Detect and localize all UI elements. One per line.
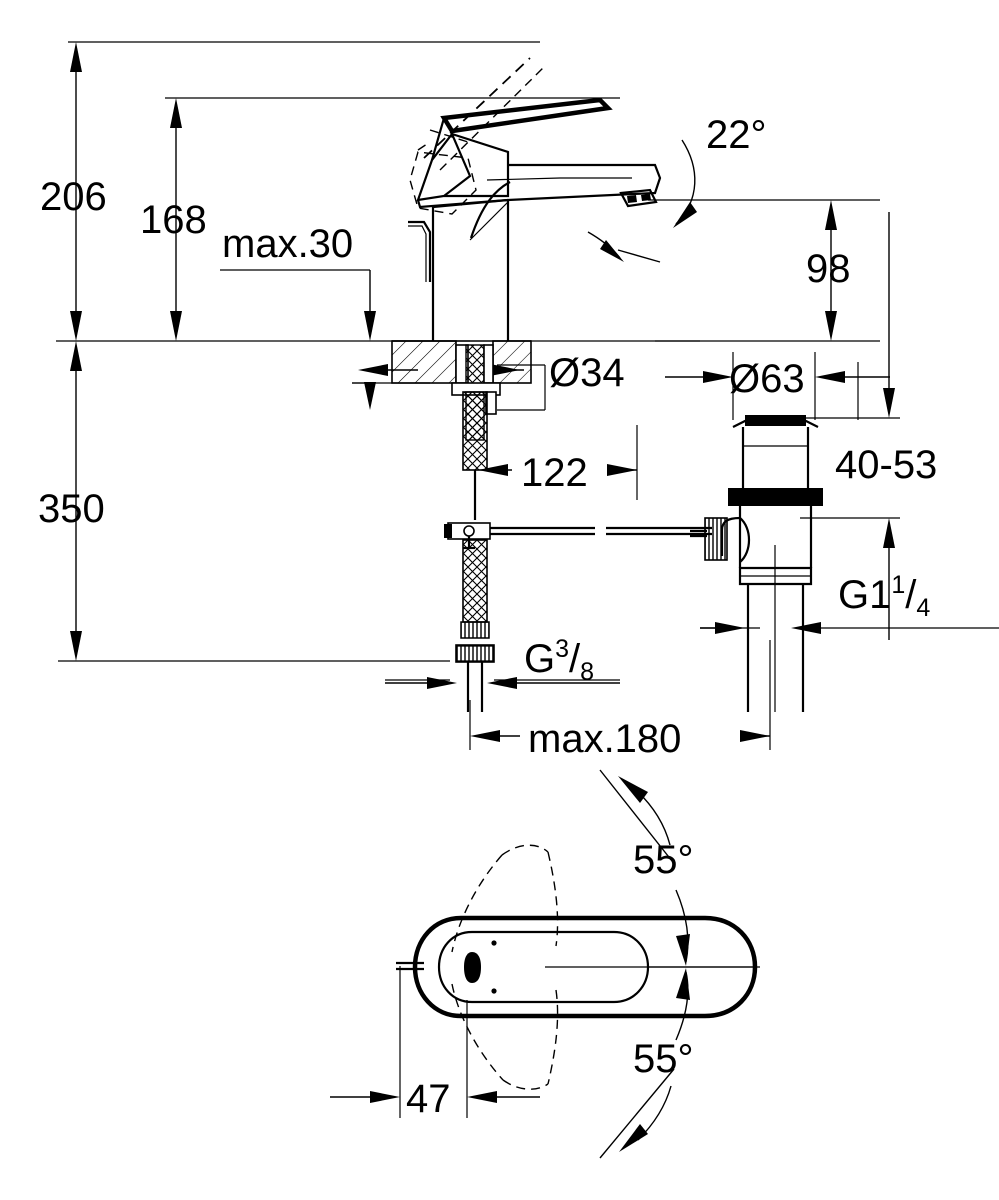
dimension-g114-label: G11/4: [838, 571, 930, 622]
dimension-total-height: 206: [40, 42, 107, 341]
dimension-g38-label: G3/8: [524, 635, 594, 686]
dimension-drain-flange-dia: Ø63: [665, 357, 890, 401]
dimension-350-label: 350: [38, 487, 105, 531]
deck-cross-section: [391, 340, 532, 384]
drain-adjust-knob: [690, 516, 751, 563]
dimension-outlet-height: 98: [806, 200, 851, 341]
dimension-supply-thread: G3/8: [385, 635, 620, 689]
dimension-max180-label: max.180: [528, 717, 681, 761]
dimension-dia63-label: Ø63: [729, 357, 805, 401]
popup-linkage-rod: [444, 522, 712, 550]
faucet-body-graphic: [391, 57, 712, 712]
lever-handle: [430, 97, 613, 161]
elevation-extension-lines: [56, 41, 999, 750]
dimension-47-label: 47: [406, 1077, 451, 1121]
dimension-swivel-right: 55°: [599, 968, 694, 1159]
side-elevation-view: 206 350 168 max.30: [38, 41, 999, 761]
dimension-drain-thread: G11/4: [700, 571, 930, 634]
dimension-22deg-label: 22°: [706, 113, 767, 157]
dimension-supply-length: 350: [38, 341, 105, 661]
plan-lever-ghost-up: [451, 844, 559, 953]
aerator: [619, 188, 658, 208]
supply-hose: [455, 391, 495, 712]
dimension-drain-adjust-range: 40-53: [835, 212, 937, 640]
dimension-55deg-upper-label: 55°: [633, 838, 694, 882]
faucet-column: [431, 198, 510, 341]
dimension-206-label: 206: [40, 175, 107, 219]
dimension-spout-clearance: 168: [140, 98, 207, 341]
dimension-swivel-left: 55°: [599, 769, 694, 966]
dimension-40-53-label: 40-53: [835, 443, 937, 487]
lever-open-ghost: [417, 57, 546, 171]
faucet-spout: [469, 163, 662, 241]
plan-lever-ghost-down: [451, 983, 559, 1090]
lever-cap: [416, 131, 510, 209]
dimension-handle-offset: 47: [330, 966, 540, 1121]
plan-handle-body: [412, 915, 758, 1019]
dimension-max30-label: max.30: [222, 222, 353, 266]
dimension-98-label: 98: [806, 247, 851, 291]
dimension-max-supply-spacing: max.180: [470, 717, 770, 761]
dimension-max-deck-thickness: max.30: [220, 222, 376, 410]
popup-rod: [408, 220, 432, 282]
plan-handle-stem: [396, 961, 424, 971]
dimension-lever-angle: 22°: [587, 113, 767, 263]
drain-waste-fitting: [690, 415, 823, 712]
dimension-dia34-label: Ø34: [549, 351, 625, 395]
top-plan-view: 55° 55° 47: [330, 769, 760, 1159]
dimension-55deg-lower-label: 55°: [633, 1037, 694, 1081]
dimension-122-label: 122: [521, 451, 588, 495]
lever-cap-ghost: [409, 129, 477, 215]
dimension-168-label: 168: [140, 198, 207, 242]
dimension-spout-reach: 122: [478, 451, 637, 495]
